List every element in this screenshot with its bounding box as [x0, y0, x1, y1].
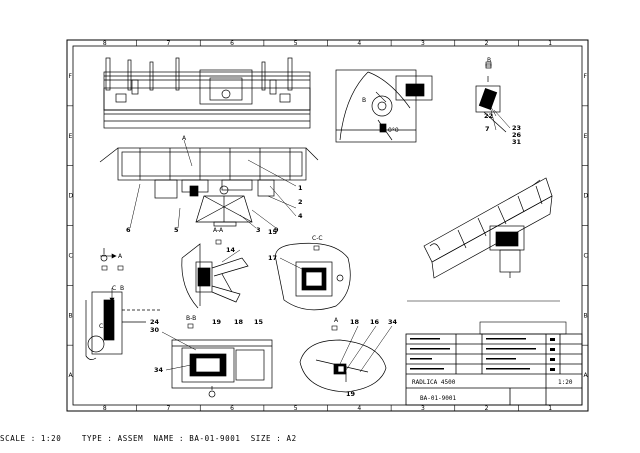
section-label-a-arrow: A: [118, 253, 123, 260]
detail-left-view: [85, 248, 160, 360]
status-scale: SCALE : 1:20: [0, 434, 62, 443]
section-label-c-left2: C: [99, 323, 103, 330]
column-marker: 7: [166, 405, 170, 412]
column-marker: 5: [294, 405, 298, 412]
balloon-24: 24: [150, 318, 160, 326]
status-size: SIZE : A2: [250, 434, 297, 443]
column-marker: 8: [103, 405, 107, 412]
balloon-1: 1: [298, 184, 303, 192]
side-view: [335, 69, 433, 143]
balloon-7: 7: [485, 125, 490, 133]
row-marker: F: [584, 73, 588, 80]
column-marker: 2: [485, 405, 489, 412]
balloon-3: 3: [256, 226, 261, 234]
row-marker: D: [69, 193, 74, 200]
section-label-c-c: C-C: [312, 235, 323, 242]
row-marker: C: [584, 252, 588, 259]
row-marker: B: [69, 312, 73, 319]
column-marker: 7: [166, 40, 170, 47]
row-marker: A: [69, 372, 74, 379]
column-marker: 4: [357, 405, 361, 412]
title-block-drawing-number: BA-01-9001: [420, 395, 457, 402]
row-marker: B: [584, 312, 588, 319]
column-marker: 3: [421, 405, 425, 412]
balloon-34-right: 34: [388, 318, 398, 326]
row-marker: D: [584, 193, 589, 200]
reference-arrows: [100, 91, 387, 303]
balloon-leaders: [161, 97, 511, 373]
column-marker: 8: [103, 40, 107, 47]
balloon-18-right: 18: [350, 318, 360, 326]
section-label-b-b: B-B: [186, 315, 196, 322]
column-marker: 6: [230, 40, 234, 47]
hinge-detail-view: [475, 63, 507, 133]
section-label-a-top: A: [182, 135, 187, 142]
balloon-30: 30: [150, 326, 160, 334]
column-marker: 4: [357, 40, 361, 47]
section-label-a-bottom: A: [334, 317, 339, 324]
balloon-34-bb: 34: [154, 366, 164, 374]
column-marker: 1: [548, 40, 552, 47]
balloon-19-bb: 19: [212, 318, 222, 326]
balloon-2: 2: [298, 198, 303, 206]
column-marker: 1: [548, 405, 552, 412]
row-marker: E: [69, 133, 73, 140]
balloon-31: 31: [512, 138, 522, 146]
title-block: [405, 333, 583, 406]
balloon-18-bb: 18: [234, 318, 244, 326]
title-block-name: RADLICA 4500: [412, 379, 456, 386]
column-marker: 5: [294, 40, 298, 47]
row-marker: F: [69, 73, 73, 80]
balloon-19-right: 19: [346, 390, 356, 398]
sheet-outer-border: [66, 39, 589, 412]
column-marker: 2: [485, 40, 489, 47]
balloon-15-bb: 15: [254, 318, 264, 326]
section-label-c-left: C: [112, 285, 116, 292]
top-plan-view: [99, 147, 319, 227]
reference-boxes: [101, 61, 492, 331]
balloon-9: 9: [274, 226, 279, 234]
isometric-view: [423, 177, 553, 279]
status-name: NAME : BA-01-9001: [153, 434, 241, 443]
status-bar: SCALE : 1:20 TYPE : ASSEM NAME : BA-01-9…: [0, 425, 640, 453]
row-marker: E: [584, 133, 588, 140]
section-b-b-view: [171, 339, 273, 398]
status-type: TYPE : ASSEM: [81, 434, 144, 443]
balloon-26: 26: [512, 131, 522, 139]
balloon-15-cc: 15: [268, 228, 278, 236]
balloon-5: 5: [174, 226, 179, 234]
balloon-17: 17: [268, 254, 277, 262]
sheet-inner-border: [72, 45, 583, 406]
title-block-fill: [410, 338, 555, 371]
section-label-b-left: B: [120, 285, 124, 292]
balloon-14: 14: [226, 246, 236, 254]
row-marker: A: [584, 372, 589, 379]
section-detail-view: [299, 339, 387, 393]
angle-annotation: 0°0: [388, 127, 399, 134]
front-elevation-view: [103, 57, 311, 129]
balloon-22: 22: [484, 112, 493, 120]
parts-list-table: [407, 300, 567, 335]
section-label-b-top: B: [487, 57, 491, 64]
balloon-6: 6: [126, 226, 131, 234]
section-c-c-view: [275, 242, 351, 311]
section-label-a-a: A-A: [213, 227, 224, 234]
column-marker: 3: [421, 40, 425, 47]
column-marker: 6: [230, 405, 234, 412]
balloon-23: 23: [512, 124, 521, 132]
title-block-scale: 1:20: [558, 379, 573, 386]
balloon-4: 4: [298, 212, 303, 220]
section-label-b-side: B: [362, 97, 366, 104]
row-marker: C: [69, 252, 73, 259]
section-a-a-view: [181, 243, 249, 309]
balloon-16: 16: [370, 318, 380, 326]
top-view-leaders: [129, 139, 297, 229]
